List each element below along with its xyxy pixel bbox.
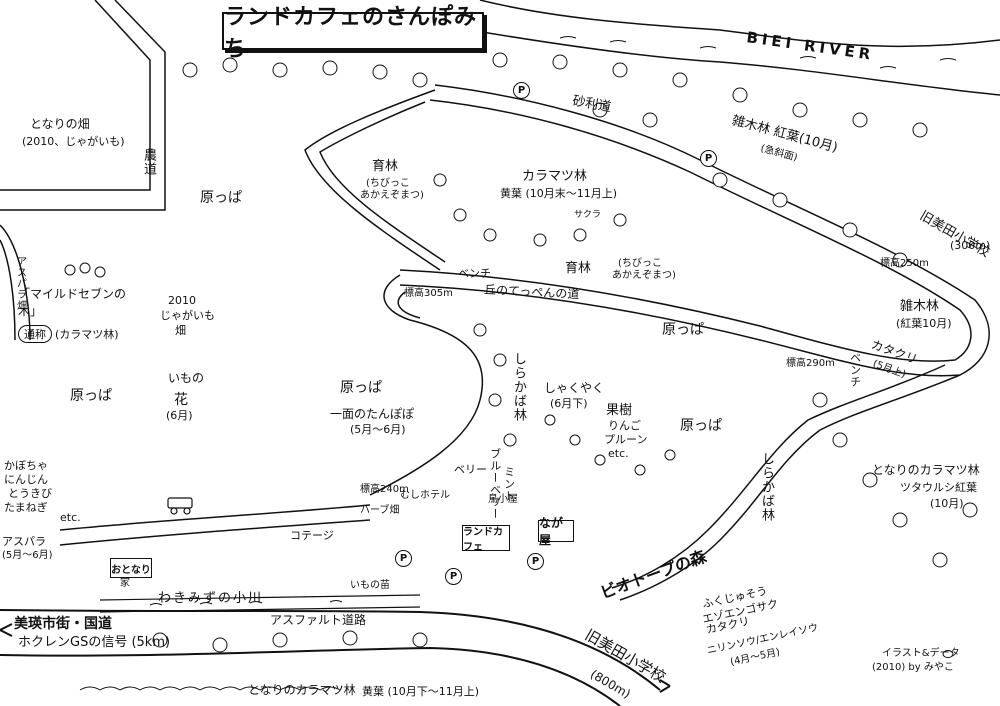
parking-icon: P (445, 568, 462, 585)
dandelion-sub: (5月〜6月) (350, 423, 406, 436)
lane (59, 504, 371, 546)
berry-label: ベリー (454, 463, 487, 476)
karamatsu-label: カラマツ林 (522, 169, 588, 184)
neighbor-house: おとなり (110, 558, 152, 578)
orchard-item: etc. (608, 447, 629, 460)
harappa-label: 原っぱ (340, 380, 382, 396)
neighbor-karamatsu-sub: ツタウルシ紅葉 (900, 481, 977, 494)
cottage-label: コテージ (290, 529, 334, 542)
land-cafe-building: ランドカフェ (462, 525, 510, 553)
parking-icon: P (395, 550, 412, 567)
veg-item: たまねぎ (4, 501, 48, 514)
mint-label: ミント (502, 466, 516, 502)
ikurin-sub: (ちびっこ (618, 258, 662, 269)
neighbor-house-label: 家 (120, 578, 130, 589)
chicken-label: 鳥小屋 (488, 494, 518, 505)
car-icon (167, 497, 193, 515)
field-2010-sub: じゃがいも (160, 309, 215, 322)
asphalt-road (0, 609, 661, 706)
imo-flower-sub: (6月) (166, 409, 193, 422)
map-title: ランドカフェのさんぽみち (222, 5, 484, 62)
biei-river (469, 0, 1000, 96)
neighbor-karamatsu-bottom-label: となりのカラマツ林 (248, 683, 356, 697)
karamatsu-sub: 黄葉 (10月末〜11月上) (500, 187, 618, 200)
legend-oval: 通称 (18, 325, 52, 343)
parking-icon: P (513, 82, 530, 99)
zoki-label: 雑木林 (900, 299, 940, 314)
shakuyaku-label: しゃくやく (544, 381, 605, 395)
neighbor-field-top-sub: (2010、じゃがいも) (22, 135, 125, 148)
tree-symbols (64, 52, 978, 653)
field-2010: 2010 (168, 294, 196, 307)
sakura-label: サクラ (574, 210, 602, 220)
farm-road-label: 農道 (140, 148, 156, 176)
shakuyaku-sub: (6月下) (550, 397, 588, 410)
asparagus-sub: (5月〜6月) (2, 550, 53, 561)
old-school-top-dist: (300m) (950, 239, 991, 252)
bottom-forest-edge (79, 686, 341, 691)
ikurin-sub: あかえぞまつ) (360, 190, 424, 201)
harappa-label: 原っぱ (200, 190, 242, 206)
zoki-sub: (紅葉10月) (896, 317, 952, 330)
ikurin-label: 育林 (565, 261, 592, 276)
veg-item: かぼちゃ (4, 459, 48, 472)
ikurin-label: 育林 (372, 159, 399, 174)
asphalt-label: アスファルト道路 (270, 613, 367, 627)
dandelion-label: 一面のたんぽぽ (330, 407, 415, 421)
stream-label: わきみずの小川 (158, 591, 264, 606)
credit-sub: (2010) by みやこ (872, 662, 954, 673)
asparagus-label: アスパラ (2, 535, 46, 548)
mushi-hotel-label: むしホテル (400, 490, 450, 501)
harappa-label: 原っぱ (662, 322, 704, 338)
legend-line-2: 通称(カラマツ林) (18, 325, 128, 343)
ikurin-sub: (ちびっこ (366, 178, 410, 189)
farm-road (0, 0, 166, 211)
neighbor-karamatsu-sub2: (10月) (930, 497, 964, 510)
harappa-label: 原っぱ (70, 388, 112, 404)
asparagus-field-label: アスパラ畑 (14, 256, 26, 311)
blueberry-label: ブルーベリー (488, 448, 502, 520)
orchard-item: プルーン (604, 433, 648, 446)
imo-nae-label: いもの苗 (350, 580, 390, 591)
orchard-label: 果樹 (606, 403, 633, 418)
legend: 「マイルドセブンの木」 通称(カラマツ林) (18, 285, 128, 343)
herb-label: ハーブ畑 (360, 505, 400, 516)
imo-flower-label: 花 (174, 392, 188, 408)
legend-line-1: 「マイルドセブンの木」 (18, 287, 127, 318)
shirakaba-label: しらかば林 (758, 452, 774, 522)
road-main-sub: ホクレンGSの信号 (5km) (18, 635, 171, 650)
parking-icon: P (700, 150, 717, 167)
altitude-label: 標高240m (360, 484, 409, 495)
ikurin-sub: あかえぞまつ) (612, 270, 676, 281)
harappa-label: 原っぱ (680, 418, 722, 434)
neighbor-field-top: となりの畑 (30, 117, 90, 131)
arrow-icon (0, 623, 671, 693)
legend-rest: (カラマツ林) (55, 328, 119, 341)
neighbor-karamatsu-bottom-sub: 黄葉 (10月下〜11月上) (362, 685, 480, 698)
neighbor-karamatsu-label: となりのカラマツ林 (872, 463, 980, 477)
nagaya-building: なが屋 (538, 516, 574, 547)
credit-label: イラスト&データ (882, 648, 960, 659)
veg-item: にんじん (4, 473, 48, 486)
field-2010-sub2: 畑 (175, 324, 186, 337)
veg-item: etc. (60, 511, 81, 524)
parking-icon: P (527, 553, 544, 570)
road-main-label: 美瑛市街・国道 (14, 616, 112, 632)
bench-label: ベンチ (458, 267, 491, 280)
imo-flower-label: いもの (168, 371, 205, 385)
shirakaba-label: しらかば林 (510, 352, 526, 422)
gravel-road (304, 84, 990, 496)
altitude-label: 標高250m (880, 258, 929, 269)
veg-item: とうきび (8, 487, 52, 500)
altitude-label: 標高290m (786, 358, 835, 369)
altitude-label: 標高305m (404, 288, 453, 299)
orchard-item: りんご (608, 419, 641, 432)
bench-label: ベンチ (848, 352, 862, 388)
descending-road (611, 364, 961, 601)
left-road (0, 224, 31, 341)
